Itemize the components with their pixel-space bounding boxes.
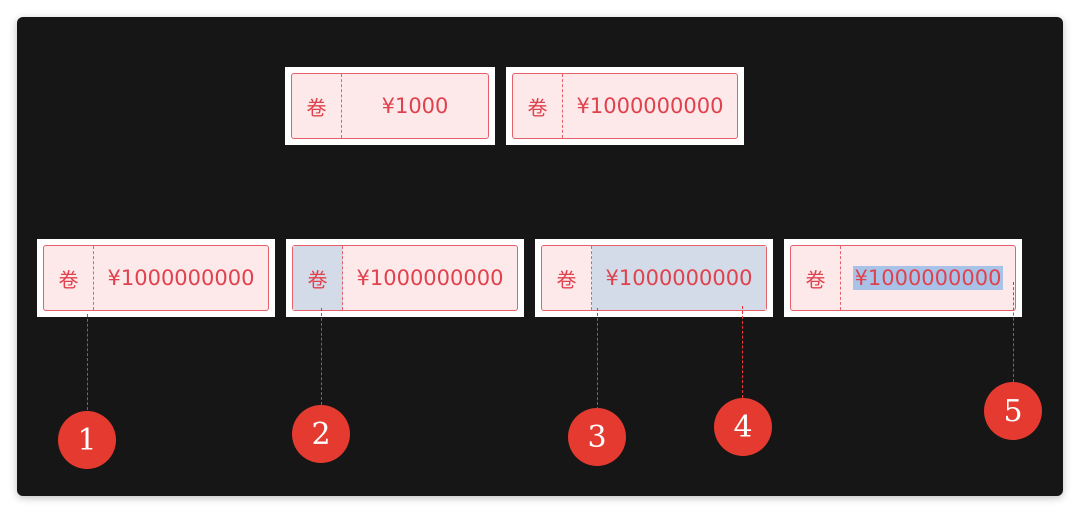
coupon: 卷 ¥1000000000: [512, 73, 738, 139]
coupon-label: 卷: [292, 74, 342, 138]
marker-badge-1: 1: [58, 411, 116, 469]
coupon-card-variant-1: 卷 ¥1000000000: [37, 239, 275, 317]
coupon-amount-text-highlighted: ¥1000000000: [852, 266, 1004, 290]
coupon: 卷 ¥1000000000: [292, 245, 518, 311]
leader-line-4: [742, 306, 743, 398]
leader-line-5: [1013, 282, 1014, 382]
marker-badge-4: 4: [714, 398, 772, 456]
coupon-card-variant-3: 卷 ¥1000000000: [535, 239, 773, 317]
marker-badge-5: 5: [984, 382, 1042, 440]
coupon-amount: ¥1000: [381, 94, 449, 118]
coupon: 卷 ¥1000: [291, 73, 489, 139]
coupon-label: 卷: [44, 246, 94, 310]
coupon-label: 卷: [513, 74, 563, 138]
coupon-amount: ¥1000000000: [576, 94, 724, 118]
coupon-card-variant-2: 卷 ¥1000000000: [286, 239, 524, 317]
coupon-card-short: 卷 ¥1000: [285, 67, 495, 145]
coupon-label: 卷: [791, 246, 841, 310]
coupon: 卷 ¥1000000000: [790, 245, 1016, 311]
leader-line-3: [597, 308, 598, 410]
coupon-card-variant-4: 卷 ¥1000000000: [784, 239, 1022, 317]
coupon-label: 卷: [542, 246, 592, 310]
marker-badge-3: 3: [568, 408, 626, 466]
coupon-amount: ¥1000000000: [356, 266, 504, 290]
coupon-label-highlighted: 卷: [293, 246, 343, 310]
leader-line-2: [321, 308, 322, 405]
coupon: 卷 ¥1000000000: [541, 245, 767, 311]
coupon-amount: ¥1000000000: [107, 266, 255, 290]
marker-badge-2: 2: [292, 405, 350, 463]
coupon-card-long: 卷 ¥1000000000: [506, 67, 744, 145]
coupon-amount-wrapper: ¥1000000000: [841, 246, 1015, 310]
coupon-amount-highlighted: ¥1000000000: [592, 246, 766, 310]
coupon: 卷 ¥1000000000: [43, 245, 269, 311]
leader-line-1: [87, 314, 88, 410]
